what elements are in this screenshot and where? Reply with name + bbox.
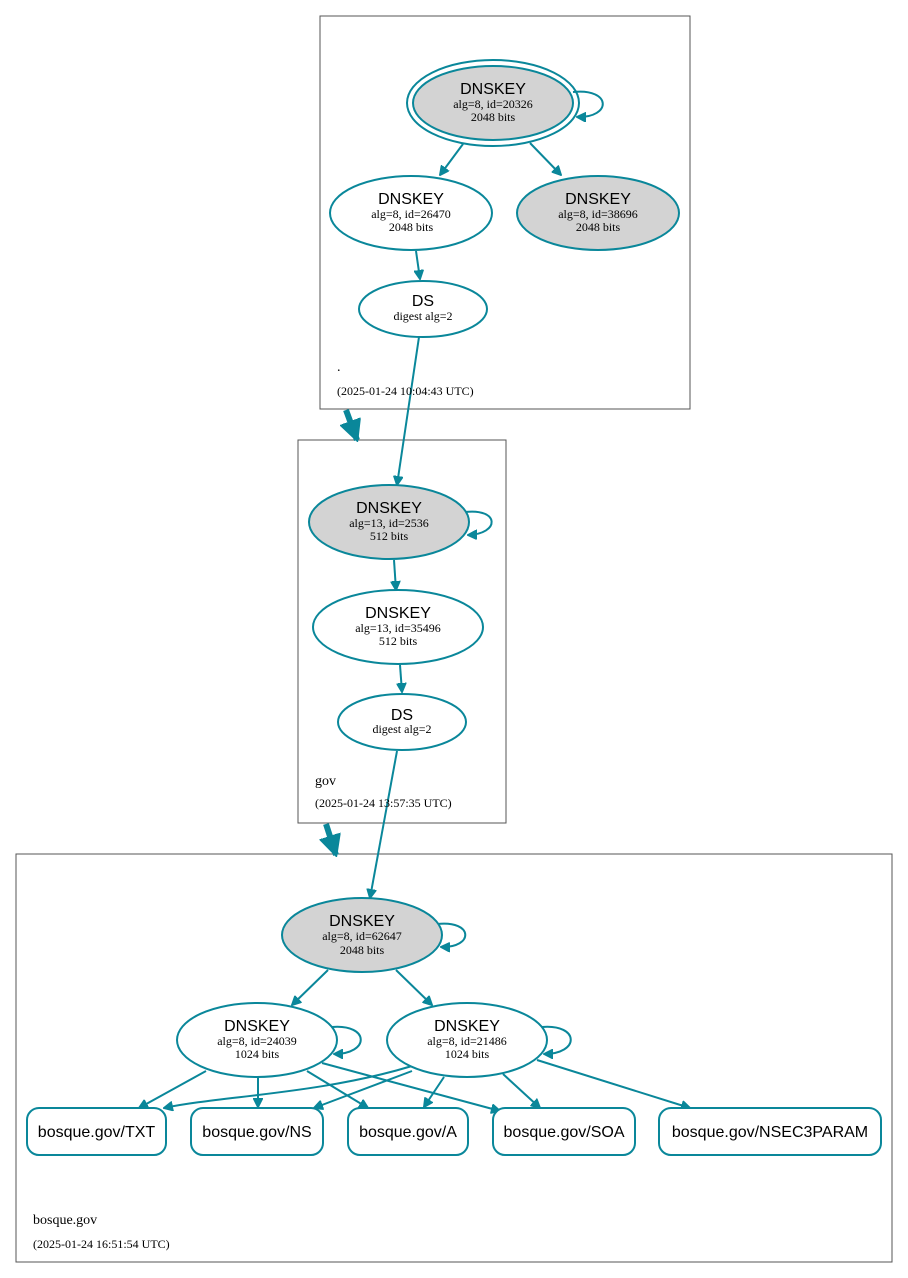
node-type-label: DNSKEY — [378, 191, 444, 208]
rrset-node-a[interactable]: bosque.gov/A — [347, 1107, 469, 1156]
node-type-label: DNSKEY — [356, 500, 422, 517]
rrset-node-ns[interactable]: bosque.gov/NS — [190, 1107, 324, 1156]
node-type-label: DNSKEY — [224, 1018, 290, 1035]
node-gov-ksk-2536[interactable]: DNSKEY alg=13, id=2536 512 bits — [308, 484, 470, 560]
edge-gov-zsk-ds — [400, 664, 402, 692]
edge-root-ksk-zsk1 — [440, 143, 464, 175]
edge-zsk1-a — [306, 1070, 368, 1108]
rrset-label: bosque.gov/NS — [202, 1124, 311, 1141]
node-root-ds[interactable]: DS digest alg=2 — [358, 280, 488, 338]
edge-root-zsk1-ds — [416, 250, 420, 279]
zone-gov-name: gov — [315, 774, 336, 789]
delegation-arrow-root-gov — [346, 408, 357, 440]
node-size-label: 2048 bits — [340, 943, 385, 957]
edge-root-ds-gov-ksk — [397, 336, 420, 485]
node-params-label: alg=8, id=26470 — [371, 207, 451, 221]
edge-zsk2-nsec3param — [536, 1059, 690, 1108]
node-bosque-ksk-62647[interactable]: DNSKEY alg=8, id=62647 2048 bits — [281, 897, 443, 973]
zone-gov-timestamp: (2025-01-24 13:57:35 UTC) — [315, 796, 452, 810]
rrset-label: bosque.gov/NSEC3PARAM — [672, 1124, 868, 1141]
node-gov-ds[interactable]: DS digest alg=2 — [337, 693, 467, 751]
node-size-label: 512 bits — [370, 529, 409, 543]
node-params-label: digest alg=2 — [372, 722, 431, 736]
node-params-label: digest alg=2 — [393, 309, 452, 323]
rrset-label: bosque.gov/TXT — [38, 1124, 156, 1141]
edge-root-ksk-ksk2 — [529, 142, 561, 175]
node-params-label: alg=8, id=62647 — [322, 929, 402, 943]
edge-zsk1-txt — [139, 1070, 207, 1108]
edge-bosque-ksk-zsk1 — [292, 969, 329, 1005]
rrset-label: bosque.gov/SOA — [504, 1124, 625, 1141]
node-root-zsk-26470[interactable]: DNSKEY alg=8, id=26470 2048 bits — [329, 175, 493, 251]
node-params-label: alg=8, id=24039 — [217, 1034, 297, 1048]
zone-bosque-name: bosque.gov — [33, 1213, 97, 1228]
edge-zsk2-a — [424, 1076, 445, 1107]
node-size-label: 2048 bits — [576, 220, 621, 234]
self-loop-gov-ksk — [464, 510, 493, 535]
edge-zsk2-txt — [164, 1065, 413, 1108]
node-root-ksk-38696[interactable]: DNSKEY alg=8, id=38696 2048 bits — [516, 175, 680, 251]
self-loop-bosque-ksk — [436, 922, 467, 947]
node-type-label: DS — [391, 707, 413, 724]
node-params-label: alg=13, id=35496 — [355, 621, 441, 635]
edge-zsk2-ns — [314, 1070, 413, 1108]
node-size-label: 1024 bits — [235, 1047, 280, 1061]
node-params-label: alg=8, id=20326 — [453, 97, 533, 111]
node-size-label: 2048 bits — [471, 110, 516, 124]
edge-gov-ds-bosque-ksk — [370, 750, 398, 898]
self-loop-root-ksk — [572, 90, 604, 117]
edge-zsk2-soa — [502, 1073, 540, 1108]
self-loop-bosque-zsk1 — [331, 1025, 362, 1054]
node-gov-zsk-35496[interactable]: DNSKEY alg=13, id=35496 512 bits — [312, 589, 484, 665]
edge-gov-ksk-zsk — [394, 559, 396, 590]
zone-bosque-timestamp: (2025-01-24 16:51:54 UTC) — [33, 1237, 170, 1251]
node-size-label: 2048 bits — [389, 220, 434, 234]
node-bosque-zsk-24039[interactable]: DNSKEY alg=8, id=24039 1024 bits — [176, 1002, 338, 1078]
node-type-label: DNSKEY — [460, 81, 526, 98]
rrset-node-soa[interactable]: bosque.gov/SOA — [492, 1107, 636, 1156]
rrset-node-txt[interactable]: bosque.gov/TXT — [26, 1107, 167, 1156]
self-loop-bosque-zsk2 — [541, 1025, 572, 1054]
node-type-label: DNSKEY — [329, 913, 395, 930]
node-type-label: DS — [412, 293, 434, 310]
node-params-label: alg=13, id=2536 — [349, 516, 429, 530]
zone-root-name: . — [337, 360, 341, 375]
rrset-label: bosque.gov/A — [359, 1124, 457, 1141]
node-bosque-zsk-21486[interactable]: DNSKEY alg=8, id=21486 1024 bits — [386, 1002, 548, 1078]
zone-root-timestamp: (2025-01-24 10:04:43 UTC) — [337, 384, 474, 398]
node-type-label: DNSKEY — [434, 1018, 500, 1035]
node-size-label: 512 bits — [379, 634, 418, 648]
edge-zsk1-soa — [321, 1062, 500, 1111]
node-root-ksk-20326[interactable]: DNSKEY alg=8, id=20326 2048 bits — [406, 59, 580, 147]
node-type-label: DNSKEY — [565, 191, 631, 208]
edge-bosque-ksk-zsk2 — [395, 969, 432, 1005]
node-params-label: alg=8, id=21486 — [427, 1034, 507, 1048]
node-size-label: 1024 bits — [445, 1047, 490, 1061]
delegation-arrow-gov-bosque — [326, 823, 336, 855]
rrset-node-nsec3param[interactable]: bosque.gov/NSEC3PARAM — [658, 1107, 882, 1156]
node-type-label: DNSKEY — [365, 605, 431, 622]
node-params-label: alg=8, id=38696 — [558, 207, 638, 221]
